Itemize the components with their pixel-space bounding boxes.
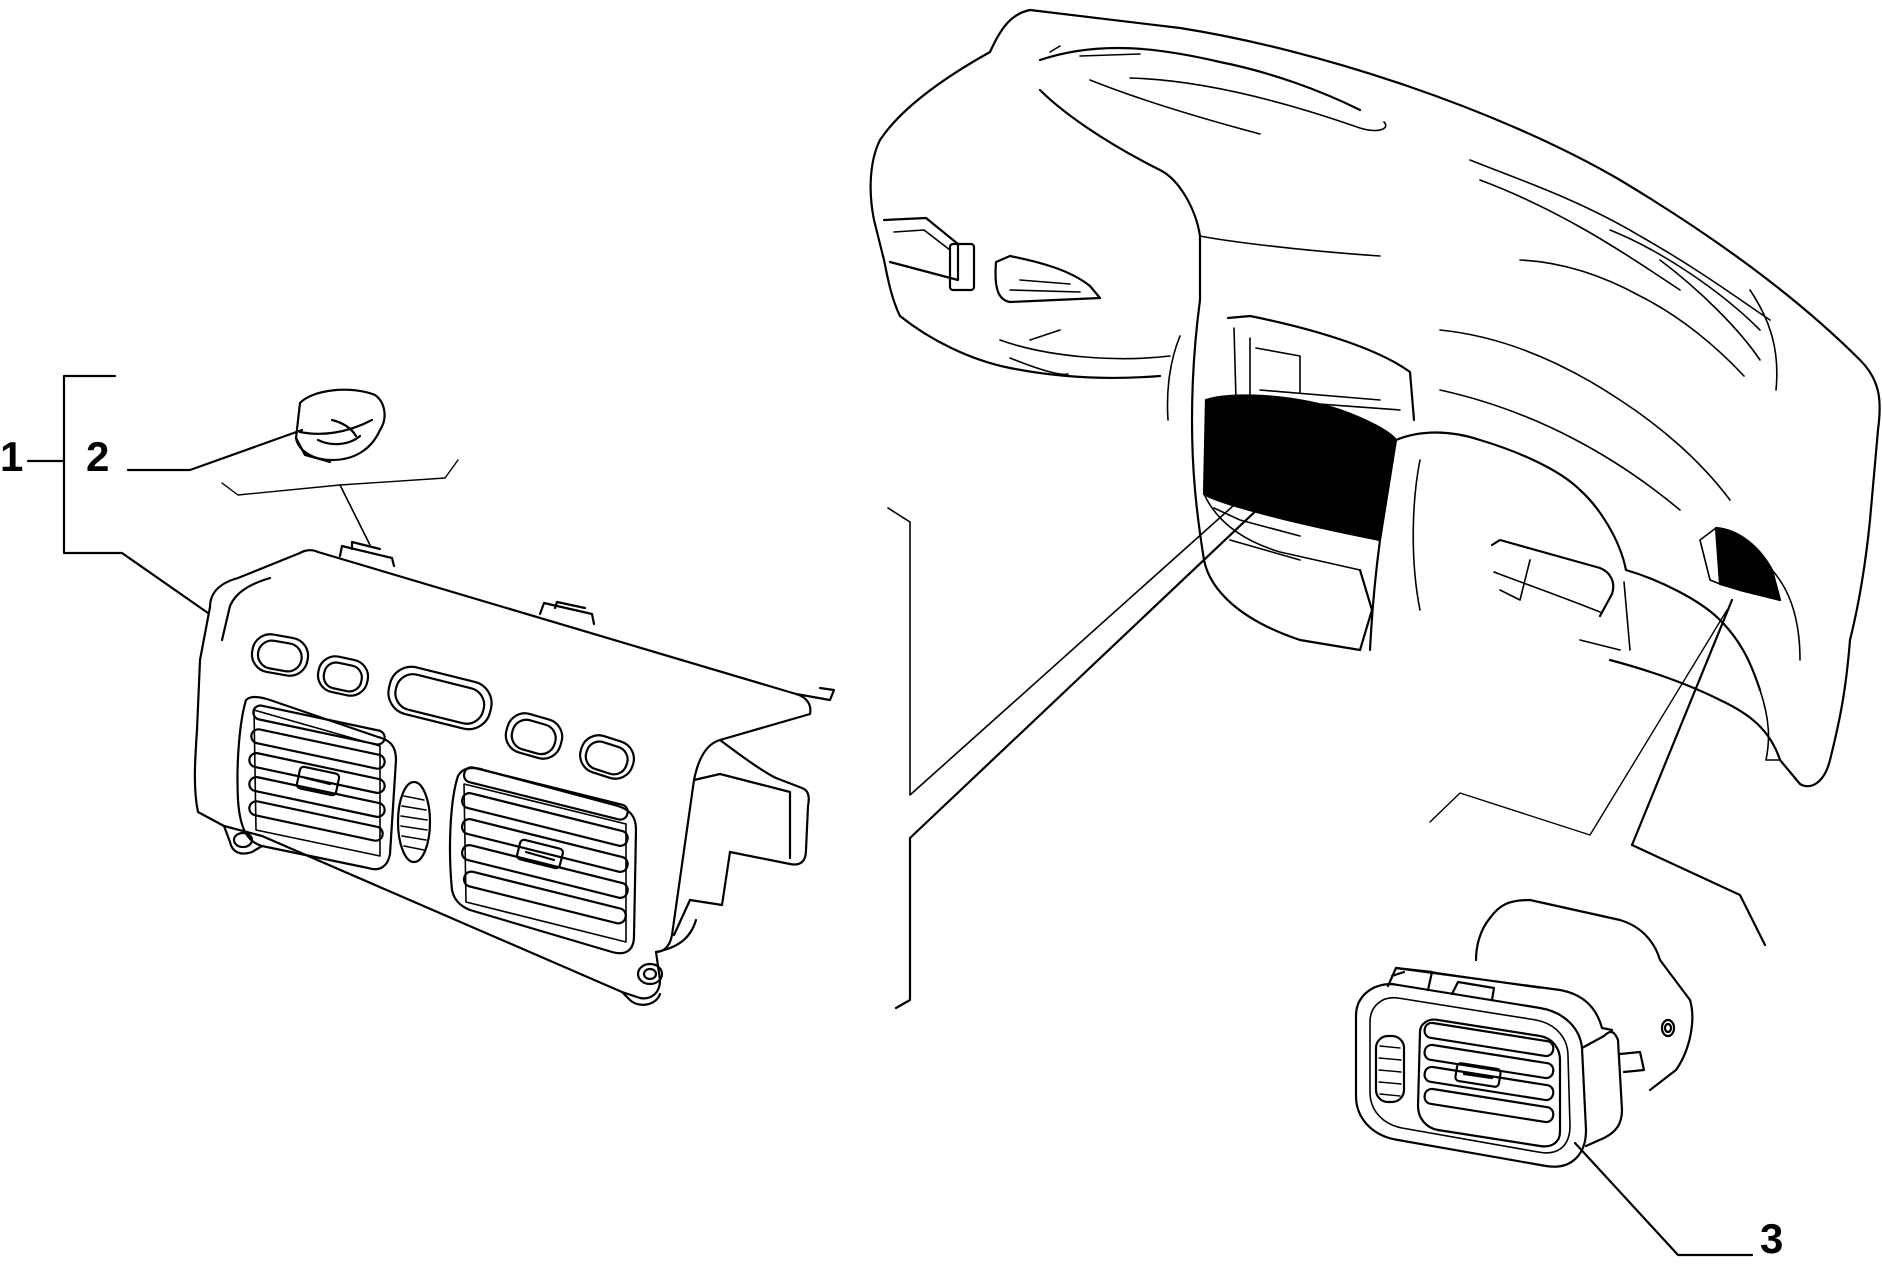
side-vent-cavity xyxy=(1716,528,1780,600)
dashboard-part xyxy=(871,10,1880,786)
leader-item-2 xyxy=(128,430,302,470)
bracket-item-1 xyxy=(64,376,208,613)
leader-side-vent-thin xyxy=(1430,610,1727,835)
divider-bracket-lower xyxy=(896,505,1262,1008)
leader-clip-thin xyxy=(222,460,458,495)
side-vent-part xyxy=(1356,900,1692,1167)
divider-bracket xyxy=(888,480,1262,795)
leader-lines xyxy=(28,376,1765,1255)
central-vent-part xyxy=(195,542,834,1005)
leader-side-vent-2 xyxy=(1632,600,1732,845)
centre-vent-cavity xyxy=(1204,395,1396,540)
callout-label-3: 3 xyxy=(1760,1215,1784,1262)
leader-side-vent xyxy=(1632,845,1765,945)
callout-label-1: 1 xyxy=(0,433,24,480)
leader-item-3 xyxy=(1575,1143,1752,1255)
callout-label-2: 2 xyxy=(86,433,110,480)
leader-clip-arrow xyxy=(340,485,370,545)
clip-part xyxy=(296,390,385,462)
